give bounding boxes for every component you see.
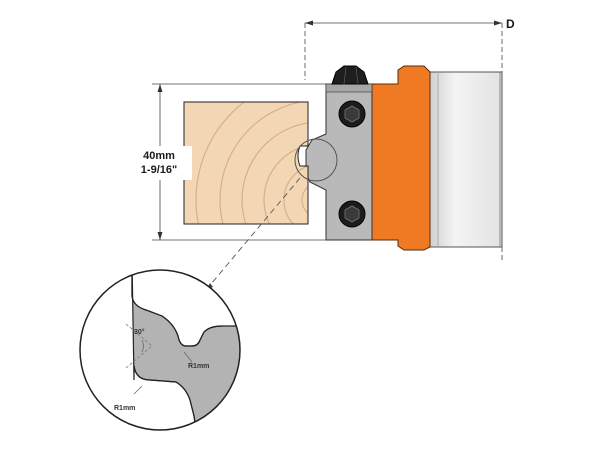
angle-label: 30° (134, 328, 145, 336)
orange-cutter-body (369, 65, 431, 251)
hex-bolt-icon (338, 200, 366, 228)
detail-leader-line (205, 177, 301, 291)
hex-nut-icon (331, 65, 369, 85)
height-imperial-label: 1-9/16" (141, 164, 177, 176)
height-dimension: 40mm 1-9/16" (118, 83, 326, 241)
wood-workpiece (183, 101, 309, 225)
d-label: D (506, 17, 515, 31)
radius-label-right: R1mm (188, 363, 209, 370)
height-metric-label: 40mm (143, 150, 175, 162)
tool-body (429, 71, 503, 248)
hex-bolt-icon (338, 100, 366, 128)
radius-label-left: R1mm (114, 405, 135, 412)
d-dimension: D (304, 17, 515, 262)
profile-detail-view: 30° R1mm R1mm (79, 269, 241, 431)
detail-marker-circle (294, 138, 338, 182)
